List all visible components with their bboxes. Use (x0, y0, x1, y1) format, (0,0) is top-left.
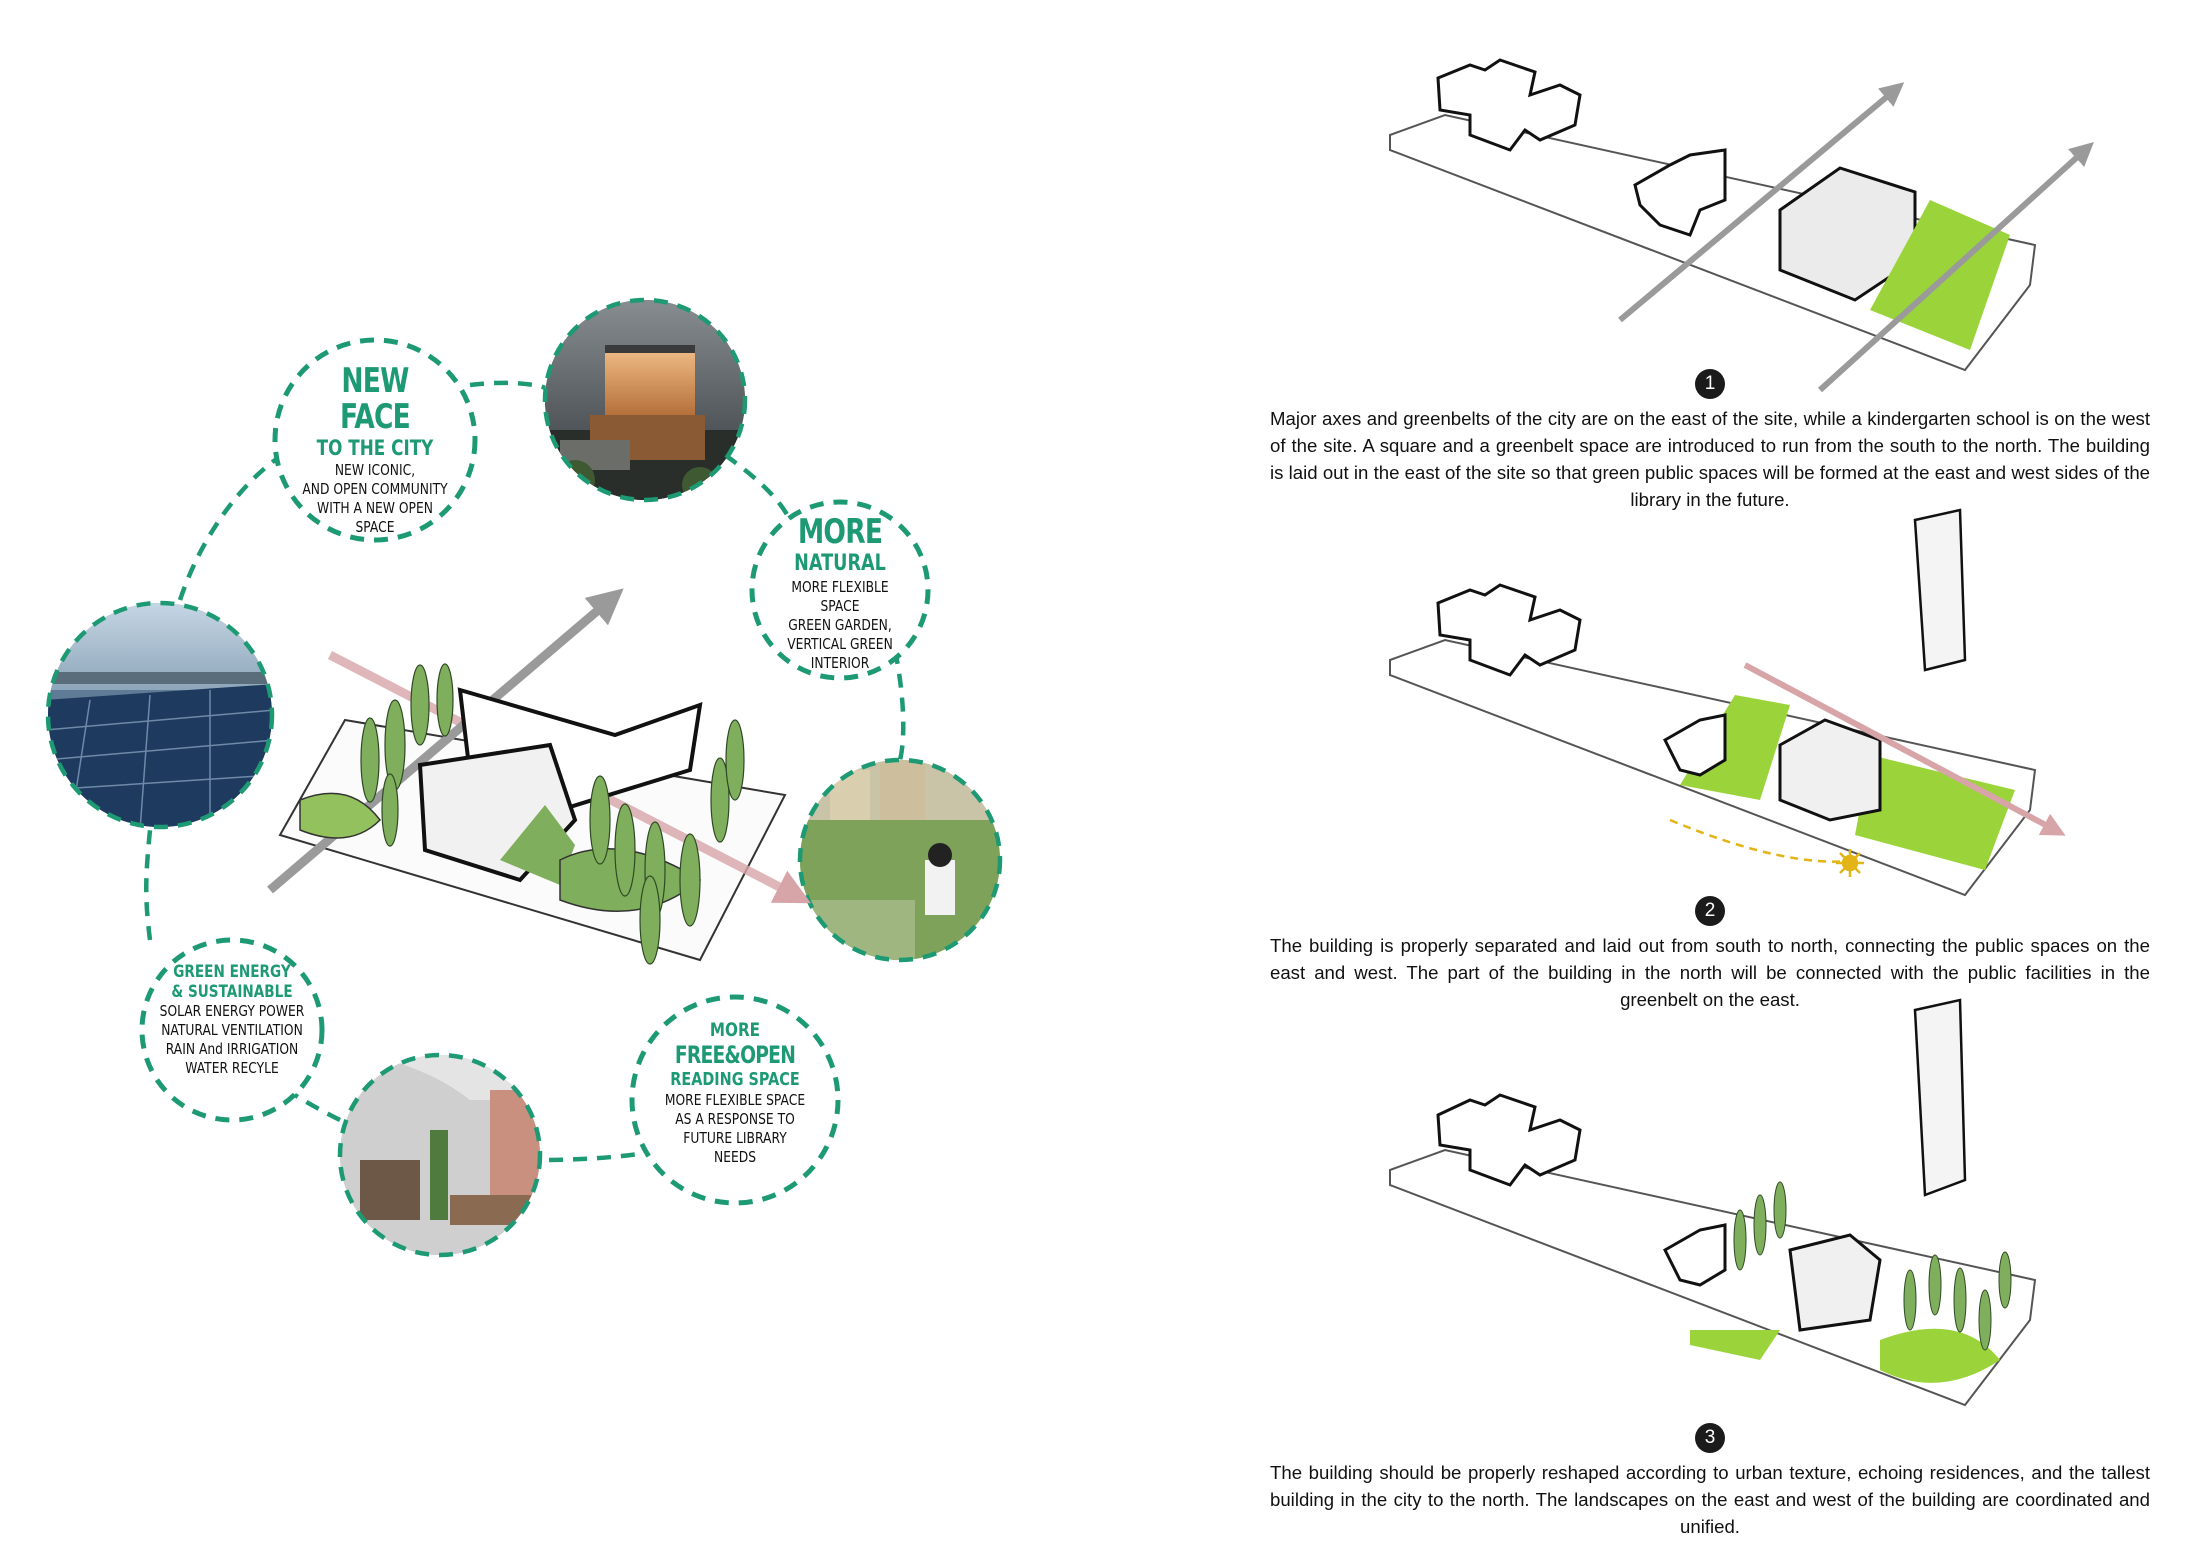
step-3-text: The building should be properly reshaped… (1270, 1459, 2150, 1540)
green-energy-title: GREEN ENERGY & SUSTAINABLE (158, 962, 305, 1002)
natural-body: MORE FLEXIBLE SPACE GREEN GARDEN, VERTIC… (770, 578, 909, 673)
green-energy-body: SOLAR ENERGY POWER NATURAL VENTILATION R… (157, 1002, 308, 1078)
site-axonometric-diagram (270, 600, 795, 964)
step-1-text: Major axes and greenbelts of the city ar… (1270, 405, 2150, 513)
step-2-diagram (1390, 510, 2055, 895)
free-open-subtitle: FREE&OPEN (657, 1041, 813, 1069)
step-3-diagram (1390, 1000, 2035, 1405)
new-face-title: NEW FACE (305, 363, 445, 435)
garden-photo (795, 755, 1005, 970)
reading-room-photo (335, 1050, 545, 1260)
step-1-badge: 1 (1695, 369, 1725, 399)
free-open-subtitle2: READING SPACE (655, 1069, 815, 1091)
building-render-photo (540, 295, 750, 510)
sun-icon (1836, 849, 1864, 877)
step-2-text: The building is properly separated and l… (1270, 932, 2150, 1013)
new-face-body: NEW ICONIC, AND OPEN COMMUNITY WITH A NE… (301, 461, 449, 537)
natural-subtitle: NATURAL (772, 550, 908, 578)
natural-concept: MORE NATURAL MORE FLEXIBLE SPACE GREEN G… (755, 514, 925, 673)
step-2-badge: 2 (1695, 896, 1725, 926)
free-open-body: MORE FLEXIBLE SPACE AS A RESPONSE TO FUT… (653, 1091, 817, 1167)
natural-title: MORE (774, 514, 907, 550)
step-1-diagram (1390, 60, 2085, 390)
solar-panels-photo (45, 600, 275, 830)
step-3-badge: 3 (1695, 1423, 1725, 1453)
green-energy-concept: GREEN ENERGY & SUSTAINABLE SOLAR ENERGY … (140, 962, 324, 1078)
free-open-concept: MORE FREE&OPEN READING SPACE MORE FLEXIB… (635, 1019, 835, 1167)
new-face-subtitle: TO THE CITY (303, 435, 447, 461)
free-open-title: MORE (655, 1019, 815, 1041)
new-face-concept: NEW FACE TO THE CITY NEW ICONIC, AND OPE… (285, 363, 465, 537)
